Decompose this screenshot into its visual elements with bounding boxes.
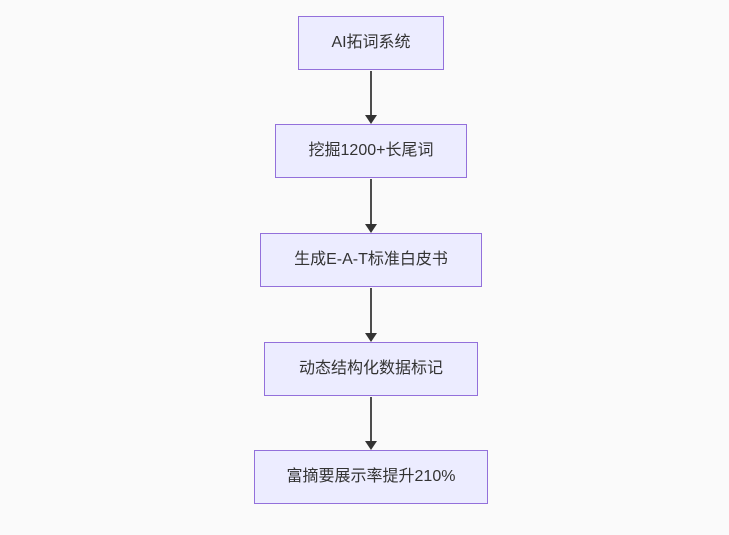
arrowhead-down-icon — [365, 115, 377, 124]
flowchart-arrow-2 — [364, 179, 378, 233]
arrow-line — [370, 397, 372, 443]
node-label: 富摘要展示率提升210% — [286, 468, 456, 485]
flowchart-arrow-3 — [364, 288, 378, 342]
node-label: AI拓词系统 — [331, 34, 411, 51]
node-label: 动态结构化数据标记 — [298, 360, 443, 377]
flowchart-node-rich-snippet-result: 富摘要展示率提升210% — [254, 450, 488, 504]
flowchart-node-structured-data: 动态结构化数据标记 — [264, 342, 478, 396]
arrowhead-down-icon — [365, 224, 377, 233]
flowchart-node-eat-whitepaper: 生成E-A-T标准白皮书 — [260, 233, 482, 287]
arrow-line — [370, 179, 372, 226]
arrow-line — [370, 288, 372, 335]
flowchart-arrow-1 — [364, 71, 378, 124]
flowchart-arrow-4 — [364, 397, 378, 450]
arrowhead-down-icon — [365, 441, 377, 450]
arrow-line — [370, 71, 372, 117]
flowchart-node-ai-word-expansion: AI拓词系统 — [298, 16, 444, 70]
node-label: 挖掘1200+长尾词 — [308, 142, 434, 159]
node-label: 生成E-A-T标准白皮书 — [294, 251, 448, 268]
flowchart-node-longtail-mining: 挖掘1200+长尾词 — [275, 124, 467, 178]
arrowhead-down-icon — [365, 333, 377, 342]
